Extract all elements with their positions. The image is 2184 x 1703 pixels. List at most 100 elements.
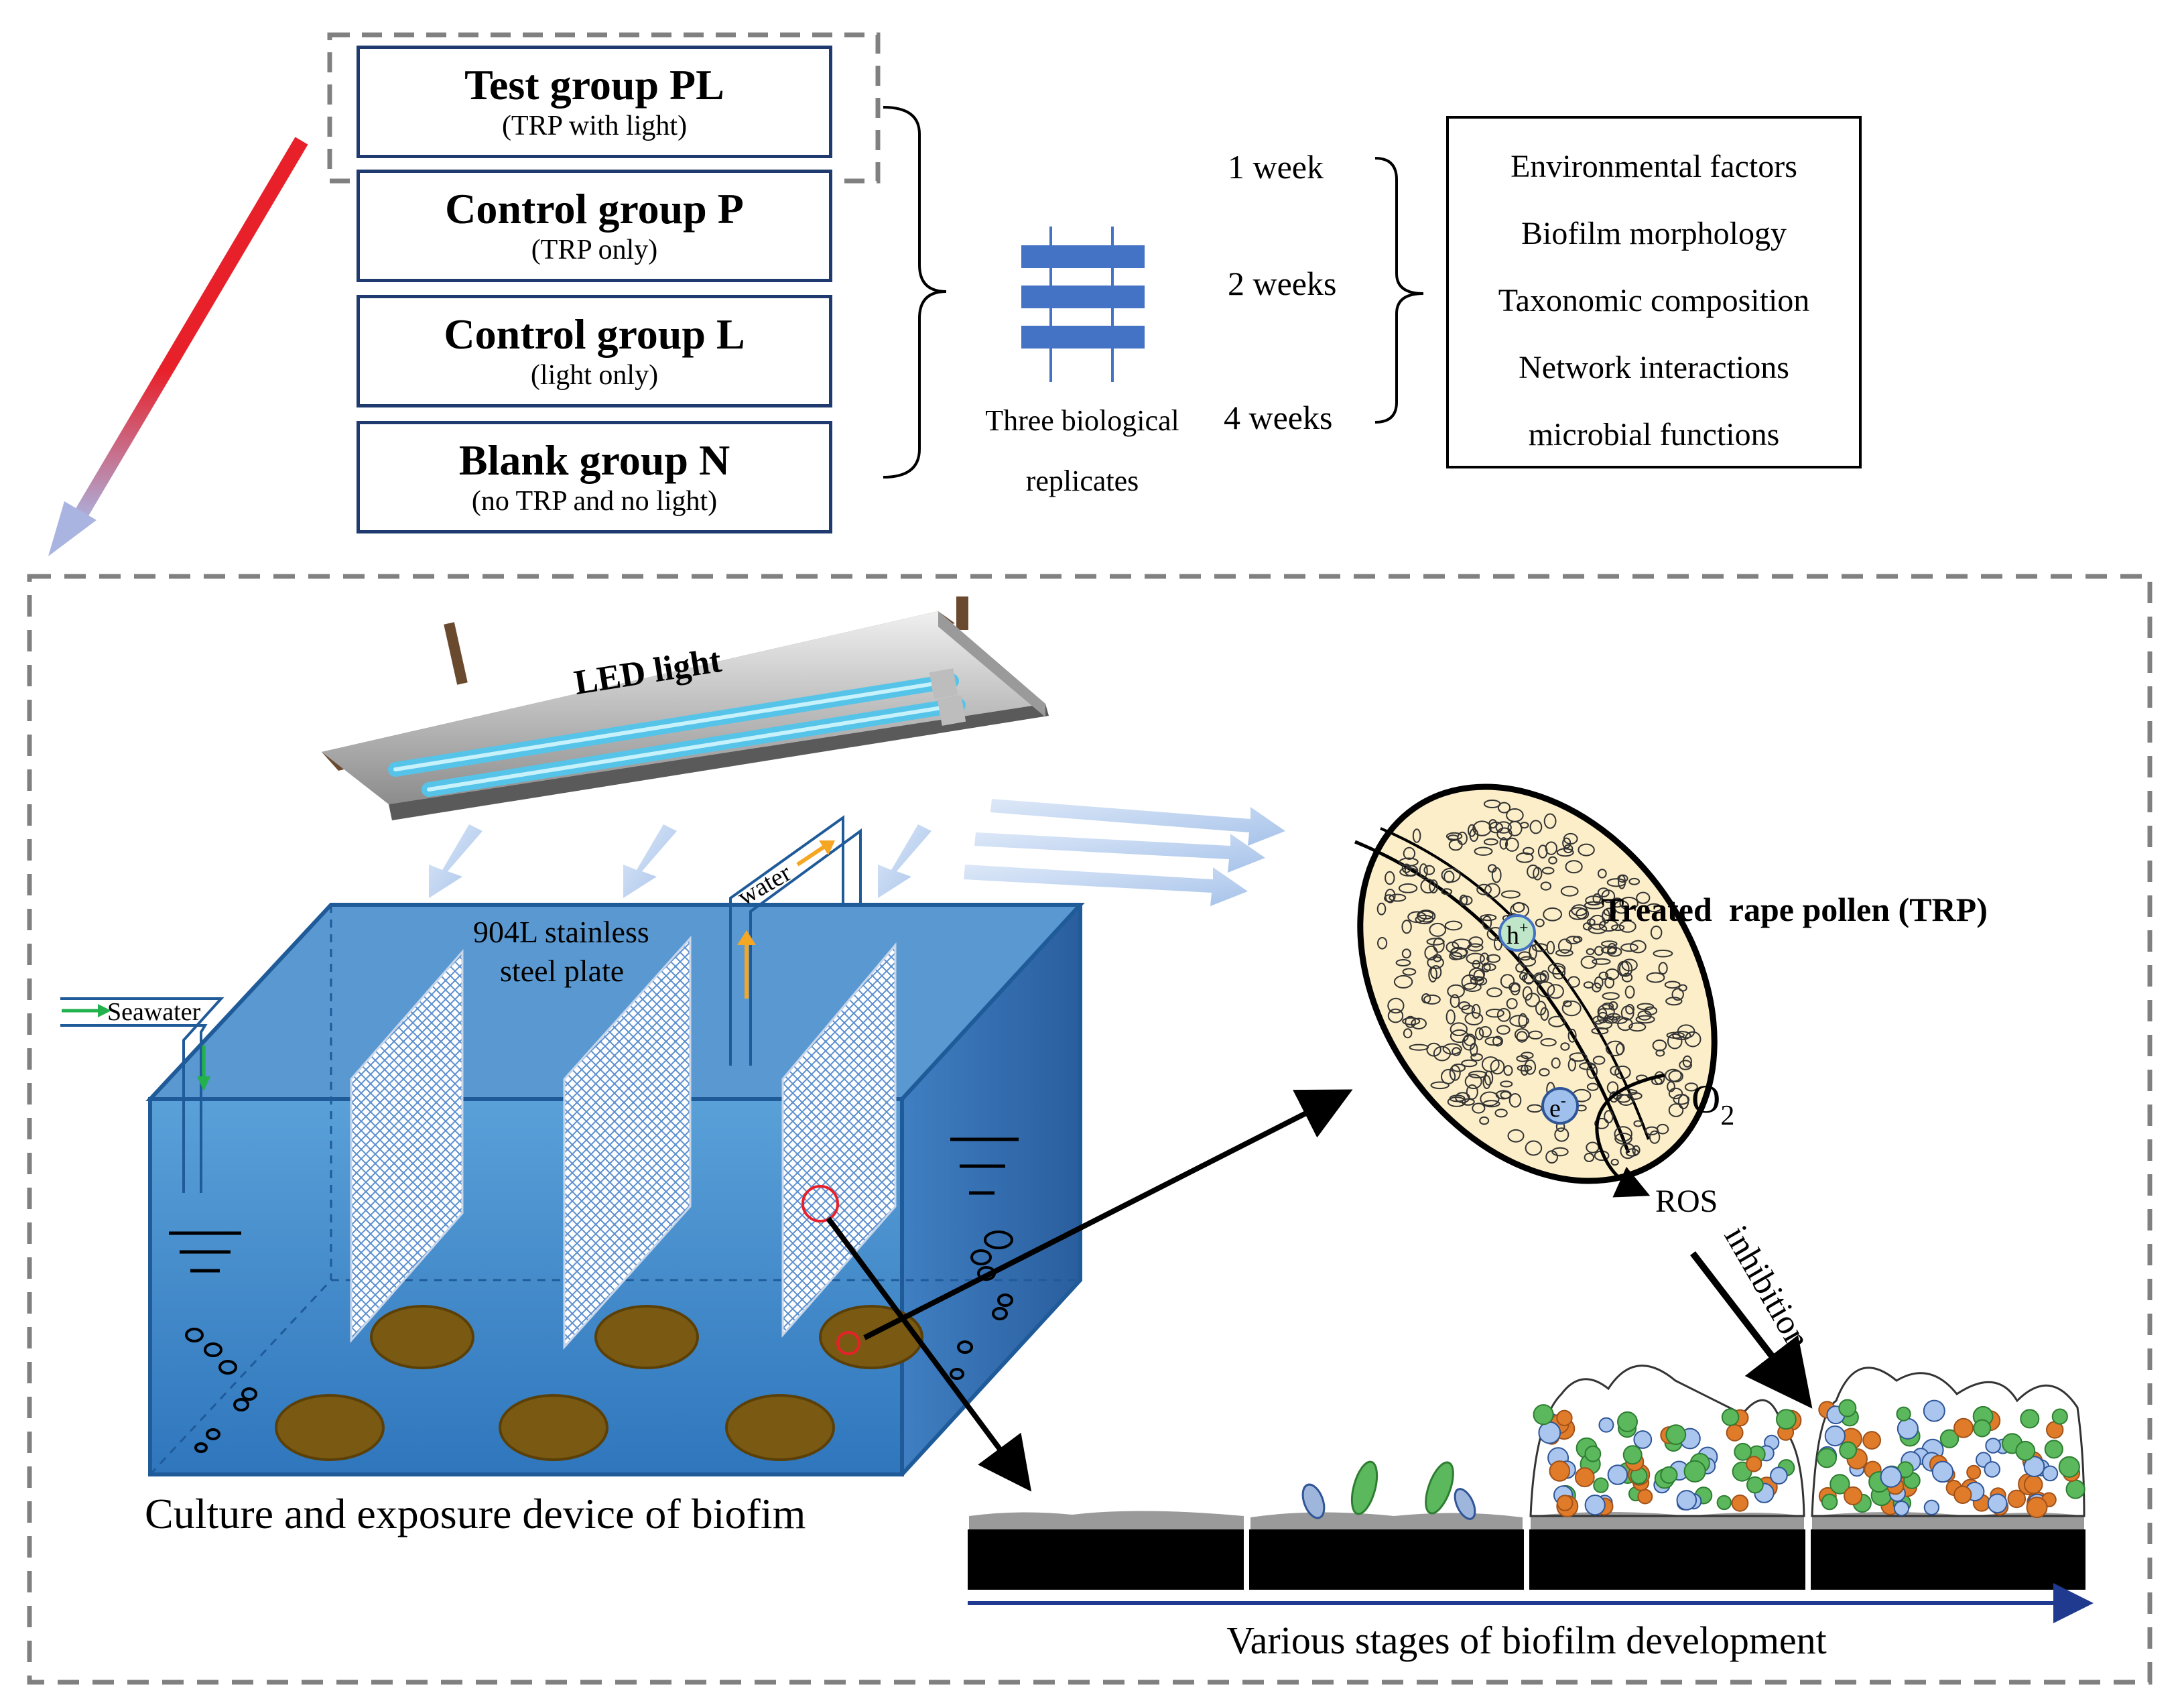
pollen-pore: [1555, 949, 1573, 957]
pollen-pore: [1450, 947, 1468, 958]
pollen-pore: [1463, 1033, 1476, 1046]
pollen-pore: [1592, 958, 1611, 965]
pollen-pore: [1476, 883, 1492, 895]
plate-label-line2: steel plate: [500, 954, 624, 988]
pollen-pore: [1395, 959, 1411, 966]
biofilm-cell: [1593, 1477, 1609, 1493]
pollen-pore: [1540, 881, 1552, 891]
biofilm-cell: [1896, 1406, 1911, 1422]
pollen-pore: [1405, 1015, 1416, 1028]
pollen-pore: [1450, 1022, 1468, 1036]
pollen-pore: [1539, 1068, 1550, 1077]
pollen-pore: [1563, 1000, 1572, 1007]
pollen-pore: [1606, 1081, 1619, 1094]
pollen-pore: [1491, 867, 1502, 883]
pollen-pore: [1533, 867, 1543, 881]
pollen-pore: [1653, 949, 1673, 958]
pollen-pore: [1604, 976, 1615, 989]
pollen-pore: [1602, 992, 1620, 1001]
biofilm-cell: [1716, 1495, 1732, 1511]
ros-label: ROS: [1655, 1184, 1718, 1219]
pollen-pore: [1496, 827, 1513, 840]
measurement-item: Network interactions: [1519, 350, 1789, 385]
pollen-pore: [1682, 1055, 1692, 1068]
pollen-pore: [1620, 1005, 1634, 1021]
pollen-pore: [1420, 879, 1436, 894]
pollen-pore: [1567, 1058, 1576, 1072]
pollen-pore: [1567, 976, 1580, 988]
pollen-pore: [1486, 987, 1502, 997]
pollen-title: Treated rape pollen (TRP): [1602, 891, 1988, 928]
pollen-pore: [1522, 986, 1533, 1001]
pollen-pore: [1523, 972, 1535, 985]
pollen-pore: [1626, 1092, 1643, 1100]
pollen-pore: [1655, 1049, 1665, 1057]
plate-label-line1: 904L stainless: [473, 915, 649, 949]
pollen-pore: [1607, 943, 1617, 955]
pollen-pore: [1461, 1059, 1478, 1068]
pollen-pore: [1601, 889, 1616, 903]
pollen-pore: [1468, 824, 1476, 837]
pollen-pore: [1510, 983, 1521, 996]
pollen-pore: [1584, 901, 1604, 909]
pollen-pore: [1412, 828, 1421, 843]
pollen-pore: [1444, 920, 1463, 931]
pollen-pore: [1594, 1118, 1609, 1129]
pollen-pore: [1474, 976, 1488, 986]
pollen-pore: [1500, 1090, 1511, 1099]
biofilm-cell: [2044, 1440, 2063, 1459]
pollen-pore: [1666, 1031, 1685, 1039]
pollen-pore: [1451, 1063, 1466, 1072]
pollen-pore: [1537, 844, 1548, 859]
pollen-pore: [1409, 1044, 1429, 1051]
pollen-pore: [1541, 867, 1555, 875]
pollen-pore: [1586, 1082, 1599, 1091]
seawater-label: Seawater: [107, 998, 201, 1026]
pollen-pore: [1416, 909, 1436, 923]
pollen-pore: [1656, 1123, 1669, 1135]
pollen-texture: [1376, 800, 1701, 1166]
pollen-pore: [1472, 1102, 1486, 1114]
pollen-pore: [1543, 907, 1563, 922]
pollen-pore: [1673, 1094, 1690, 1105]
group-box-l: Control group L (light only): [357, 295, 832, 407]
pollen-pore: [1473, 969, 1485, 982]
pollen-pore: [1452, 938, 1472, 950]
biofilm-cell: [1838, 1399, 1857, 1417]
pollen-pore: [1583, 981, 1594, 989]
pollen-pore: [1482, 1100, 1500, 1108]
pollen-pore: [1426, 1042, 1441, 1057]
biofilm-cell: [2058, 1456, 2080, 1478]
group-title: Test group PL: [464, 61, 724, 109]
pollen-pore: [1614, 1065, 1631, 1080]
pollen-pore: [1608, 1001, 1618, 1011]
pollen-pore: [1551, 1147, 1569, 1157]
pollen-pore: [1646, 972, 1665, 983]
pollen-pore: [1485, 1009, 1504, 1018]
pollen-pore: [1446, 1009, 1456, 1025]
pollen-pore: [1470, 1053, 1484, 1062]
pollen-pore: [1376, 902, 1387, 916]
pollen-pore: [1492, 1035, 1503, 1047]
pollen-pore: [1635, 1015, 1655, 1024]
pollen-pore: [1521, 1052, 1534, 1060]
pollen-pore: [1588, 924, 1608, 934]
pollen-pore: [1495, 821, 1512, 834]
pollen-pore: [1610, 897, 1624, 908]
biofilm-cell: [1584, 1445, 1602, 1462]
pollen-pore: [1482, 962, 1491, 972]
biofilm-cell: [1734, 1442, 1752, 1461]
pollen-pore: [1597, 887, 1610, 897]
biofilm-cell: [1862, 1431, 1882, 1450]
biofilm-cell: [1839, 1441, 1858, 1460]
biofilm-cell: [1746, 1476, 1764, 1494]
measurement-item: microbial functions: [1528, 417, 1780, 452]
pollen-pore: [1446, 941, 1460, 953]
pollen-pore: [1552, 965, 1566, 980]
pollen-pore: [1449, 1094, 1466, 1102]
pollen-pore: [1468, 1070, 1488, 1078]
biofilm-cell: [1731, 1494, 1749, 1512]
pollen-pore: [1504, 837, 1519, 852]
pollen-pore: [1418, 910, 1434, 920]
pollen-pore: [1389, 893, 1407, 902]
